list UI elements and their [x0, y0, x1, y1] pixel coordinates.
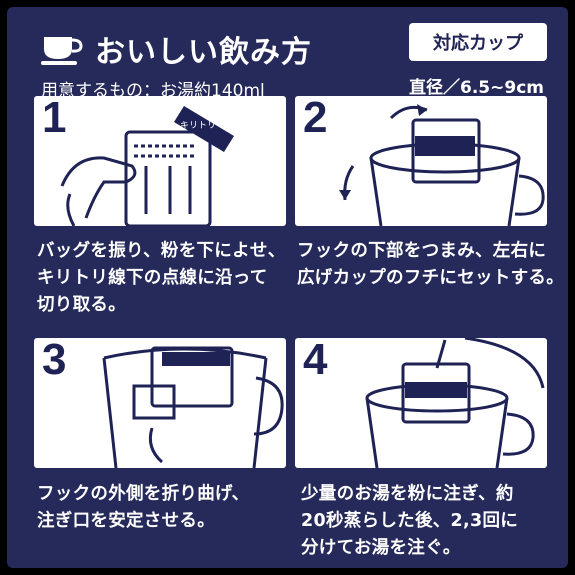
step-3-line-1: フックの外側を折り曲げ、	[37, 484, 250, 504]
step-1-number: 1	[42, 96, 67, 142]
cut-label: キリトリ	[180, 121, 216, 131]
hang-on-cup-illustration	[339, 104, 545, 226]
step-1-line-2: キリトリ線下の点線に沿って	[37, 268, 268, 288]
pour-water-illustration	[365, 338, 545, 468]
cut-bag-illustration: キリトリ	[60, 106, 234, 226]
step-3-number: 3	[42, 338, 67, 384]
step-2-text: フックの下部をつまみ、左右に 広げカップのフチにセットする。	[297, 238, 564, 292]
step-4-illustration: 4	[295, 338, 547, 468]
page-title: おいしい飲み方	[95, 35, 312, 70]
step-4-text: 少量のお湯を粉に注ぎ、約 20秒蒸らした後、2,3回に 分けてお湯を注ぐ。	[301, 481, 563, 562]
step-4-line-2: 20秒蒸らした後、2,3回に	[301, 511, 519, 531]
step-3-text: フックの外側を折り曲げ、 注ぎ口を安定させる。	[37, 481, 299, 535]
cup-diameter: 直径／6.5~9cm	[409, 78, 544, 98]
step-1-line-3: 切り取る。	[37, 295, 126, 315]
step-2-line-2: 広げカップのフチにセットする。	[297, 268, 564, 288]
step-2-line-1: フックの下部をつまみ、左右に	[297, 241, 547, 261]
compatible-cup-badge: 対応カップ	[409, 23, 547, 61]
step-1-line-1: バッグを振り、粉を下によせ、	[37, 241, 286, 261]
coffee-cup-icon	[41, 37, 83, 65]
step-2-illustration: 2	[295, 96, 547, 226]
step-1-text: バッグを振り、粉を下によせ、 キリトリ線下の点線に沿って 切り取る。	[37, 238, 299, 319]
instruction-panel: おいしい飲み方 対応カップ 用意するもの：お湯約140ml 直径／6.5~9cm…	[7, 7, 568, 568]
step-4-line-1: 少量のお湯を粉に注ぎ、約	[301, 484, 514, 504]
step-3-line-2: 注ぎ口を安定させる。	[37, 511, 215, 531]
step-4-number: 4	[303, 338, 328, 384]
step-3-illustration: 3	[34, 338, 286, 468]
step-4-line-3: 分けてお湯を注ぐ。	[301, 538, 461, 558]
step-2-number: 2	[303, 96, 328, 142]
fold-hook-illustration	[102, 346, 284, 468]
step-1-illustration: キリトリ 1	[34, 96, 286, 226]
